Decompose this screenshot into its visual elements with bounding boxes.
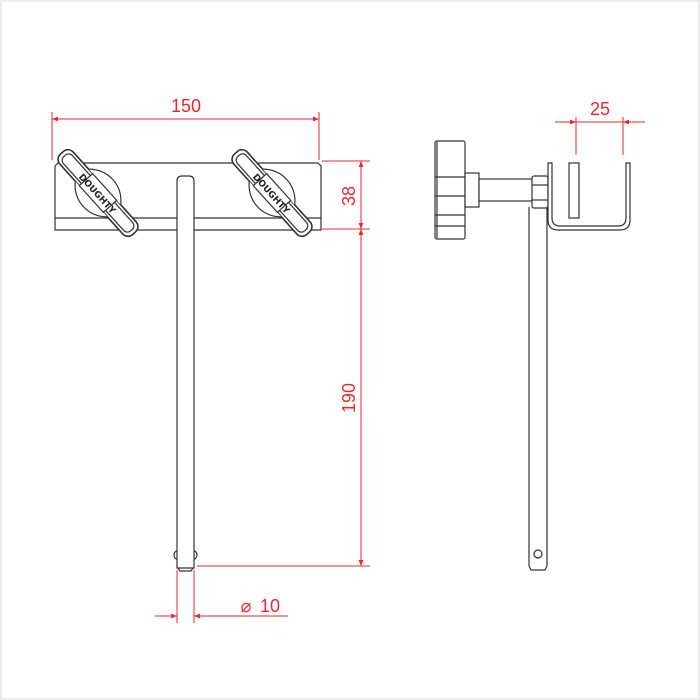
side-dimensions bbox=[555, 117, 645, 155]
dim-diameter-symbol: ⌀ bbox=[241, 596, 252, 616]
hex-nut bbox=[531, 175, 549, 209]
side-view bbox=[434, 140, 631, 571]
wing-knob-right: DOUGHTY bbox=[231, 148, 313, 238]
dim-rod-diameter-10: 10 bbox=[260, 596, 280, 616]
front-view: DOUGHTY DOUGHTY bbox=[54, 148, 322, 572]
dim-width-150: 150 bbox=[171, 96, 201, 116]
clamp-knob bbox=[434, 140, 480, 240]
front-dimensions bbox=[51, 112, 370, 623]
dim-clamp-opening-25: 25 bbox=[590, 99, 610, 119]
dim-plate-height-38: 38 bbox=[339, 186, 359, 206]
side-arm bbox=[528, 207, 548, 571]
vertical-rod bbox=[173, 175, 198, 572]
u-clamp bbox=[547, 162, 631, 231]
pin-hole bbox=[533, 549, 543, 559]
dim-rod-length-190: 190 bbox=[339, 383, 359, 413]
